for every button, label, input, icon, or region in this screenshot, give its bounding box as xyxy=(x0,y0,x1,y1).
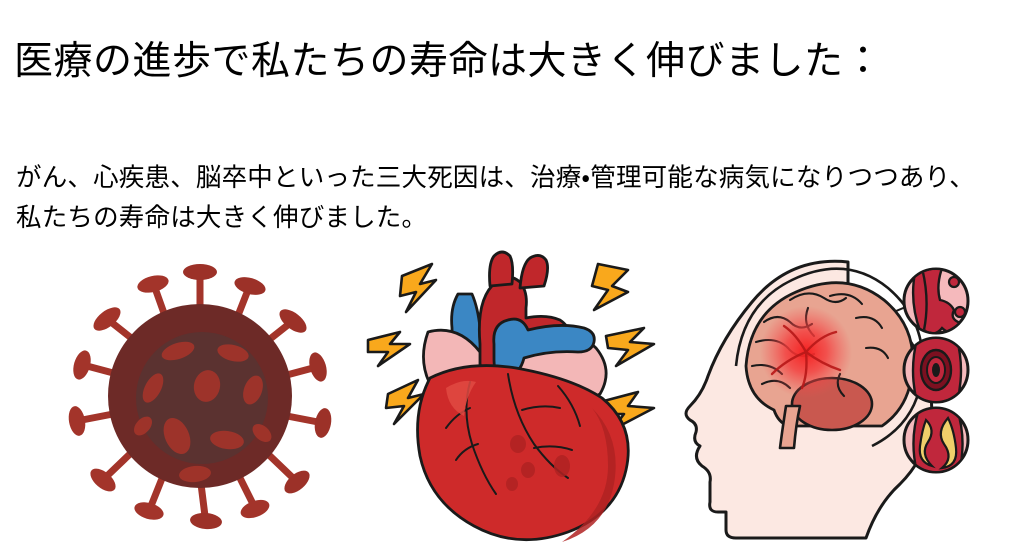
page-title: 医療の進歩で私たちの寿命は大きく伸びました： xyxy=(14,39,884,85)
brain-illustration xyxy=(680,248,1019,543)
callout-vessel-plaque xyxy=(902,406,970,474)
lightning-bolt-left-group xyxy=(366,262,438,426)
heart-highlight xyxy=(446,380,476,416)
lightning-bolt-icon xyxy=(590,262,630,312)
virus-icon xyxy=(68,264,332,530)
illustration-row xyxy=(0,248,1019,550)
brain-stem xyxy=(778,404,802,450)
skull-arc xyxy=(734,267,925,448)
callout-vessel-thrombus xyxy=(902,336,970,404)
virus-illustration xyxy=(55,248,345,543)
lightning-bolt-icon xyxy=(366,330,412,368)
heart-icon xyxy=(366,250,656,542)
aorta-branch-1 xyxy=(488,250,515,288)
lightning-bolt-icon xyxy=(384,378,426,426)
virus-surface-knobs xyxy=(133,341,272,483)
heart-illustration xyxy=(362,248,662,543)
heart-shading xyxy=(506,408,616,542)
stroke-vessel-burst xyxy=(770,324,842,390)
brain-stroke-icon xyxy=(684,259,970,540)
lightning-bolt-icon xyxy=(604,326,656,368)
aorta-branch-2 xyxy=(518,254,549,290)
body-paragraph: がん、心疾患、脳卒中といった三大死因は、治療・管理可能な病気になりつつあり、私た… xyxy=(16,162,976,233)
lightning-bolt-icon xyxy=(398,262,438,314)
callout-vessel-hemorrhage xyxy=(902,267,970,335)
